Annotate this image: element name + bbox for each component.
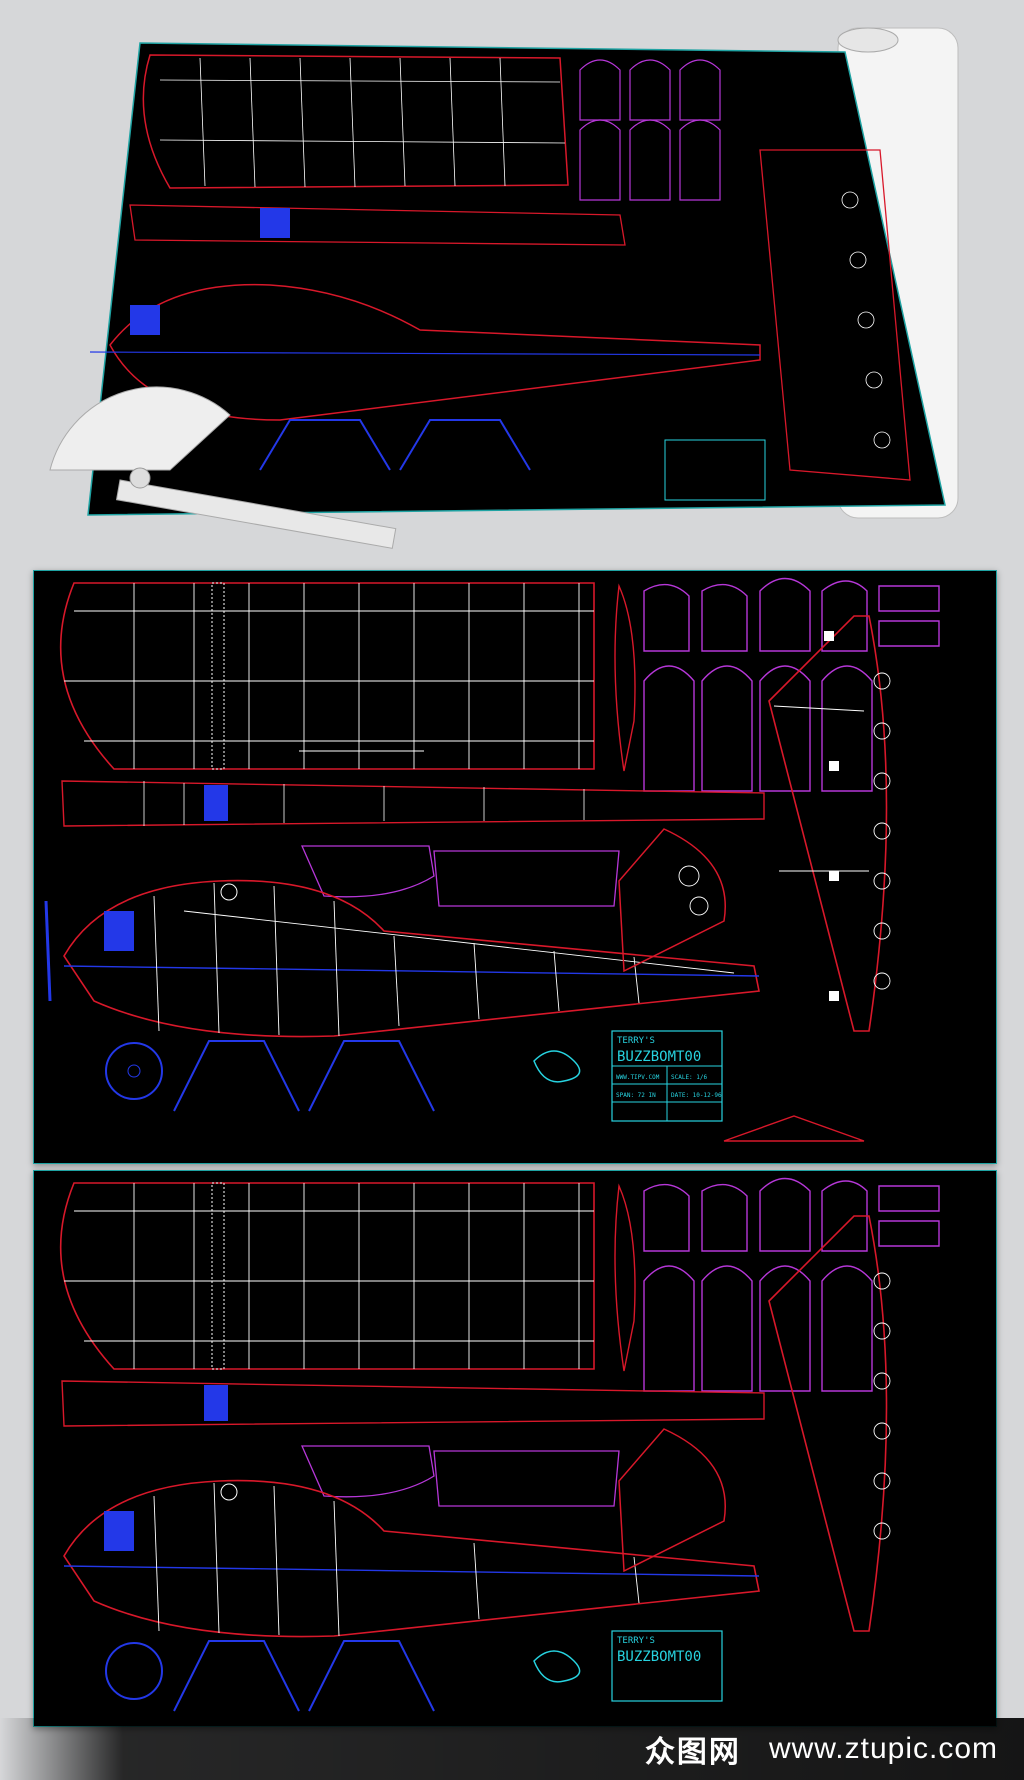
title-brand: TERRY'S [617, 1036, 655, 1046]
sheet-perspective [87, 42, 946, 516]
title-block: TERRY'S BUZZBOMT00 WWW.TIPV.COM SCALE: 1… [611, 1030, 723, 1122]
watermark-logo: 众图网 [644, 1735, 741, 1770]
blueprint-drawing-1: TERRY'S BUZZBOMT00 WWW.TIPV.COM SCALE: 1… [44, 577, 940, 1142]
title-row-4: DATE: 10-12-96 [671, 1092, 722, 1099]
blueprint-sheet-1: TERRY'S BUZZBOMT00 WWW.TIPV.COM SCALE: 1… [33, 570, 997, 1164]
title-row-3: SPAN: 72 IN [616, 1092, 656, 1099]
title-brand-2: TERRY'S [617, 1636, 655, 1646]
title-model: BUZZBOMT00 [617, 1049, 701, 1065]
watermark-url: www.ztupic.com [768, 1732, 998, 1765]
blueprint-drawing-2: TERRY'S BUZZBOMT00 [59, 1177, 940, 1712]
title-row-2: SCALE: 1/6 [671, 1074, 708, 1081]
title-row-1: WWW.TIPV.COM [616, 1074, 660, 1081]
blueprint-sheet-2: TERRY'S BUZZBOMT00 [33, 1170, 997, 1727]
title-model-2: BUZZBOMT00 [617, 1649, 701, 1665]
watermark-bar: 众图网 www.ztupic.com [0, 1718, 1024, 1780]
rolled-sheet-graphic [49, 27, 959, 549]
title-block-2: TERRY'S BUZZBOMT00 [611, 1630, 723, 1702]
perspective-blueprint-scene [0, 0, 1024, 560]
